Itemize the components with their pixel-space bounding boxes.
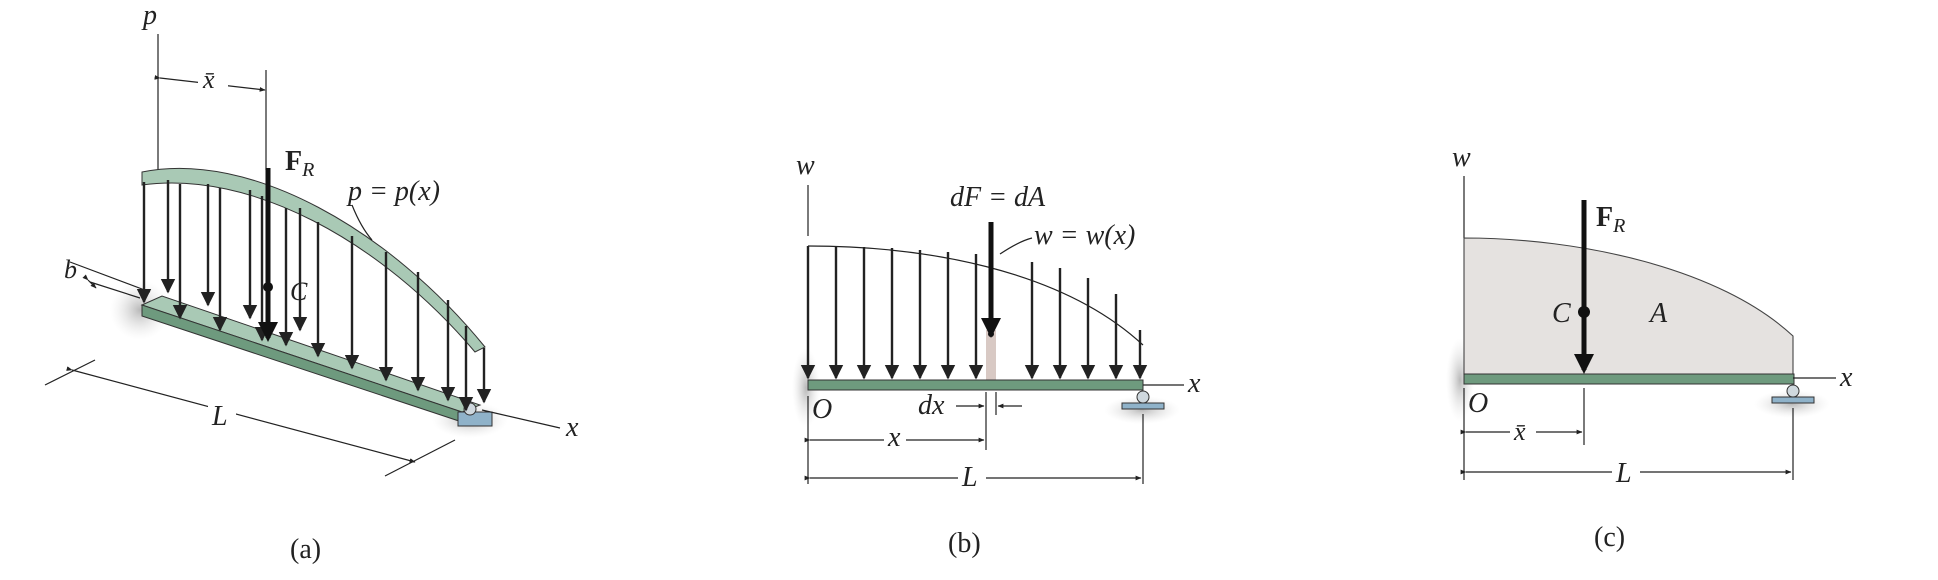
b-dim-line-1 bbox=[69, 261, 151, 293]
x-axis-label: x bbox=[565, 412, 579, 443]
caption-a: (a) bbox=[290, 534, 321, 565]
w-axis-label: w bbox=[1452, 142, 1471, 173]
panel-a: p x̄ bbox=[44, 0, 579, 565]
roller bbox=[1786, 384, 1800, 398]
width-label: b bbox=[64, 255, 77, 284]
load-curve bbox=[807, 245, 1144, 346]
b-dim-line-2 bbox=[89, 281, 141, 299]
xbar-label: x̄ bbox=[202, 65, 215, 94]
length-ext-1 bbox=[44, 359, 96, 386]
differential-area-strip bbox=[986, 330, 996, 382]
centroid-point bbox=[263, 282, 273, 292]
load-equation-label: w = w(x) bbox=[1034, 220, 1135, 251]
x-axis-label: x bbox=[1839, 362, 1853, 393]
area-label: A bbox=[1648, 298, 1668, 329]
roller-support-plate bbox=[457, 411, 493, 427]
roller-support-plate bbox=[1771, 396, 1815, 404]
x-dim-label: x bbox=[887, 422, 901, 453]
roller-support-plate bbox=[1121, 402, 1165, 410]
beam-top-face bbox=[140, 295, 482, 413]
length-dim-line bbox=[66, 366, 416, 463]
caption-c: (c) bbox=[1594, 522, 1625, 553]
load-arrows bbox=[136, 180, 492, 412]
origin-label: O bbox=[812, 394, 832, 425]
load-arrows bbox=[800, 246, 1148, 380]
force-label: FR bbox=[285, 146, 314, 181]
beam-front-face bbox=[141, 304, 463, 423]
caption-b: (b) bbox=[948, 528, 981, 559]
load-label-leader bbox=[999, 237, 1033, 255]
x-axis bbox=[481, 409, 561, 429]
xbar-label: x̄ bbox=[1513, 417, 1526, 446]
panel-c: w FR C A x O x̄ L (c) bbox=[1446, 142, 1853, 553]
length-ext-2 bbox=[384, 439, 456, 477]
length-label: L bbox=[961, 462, 978, 493]
panel-b: w dF = dA w = w(x) bbox=[792, 150, 1201, 559]
force-label: FR bbox=[1596, 202, 1625, 237]
b-dim-arrow bbox=[82, 274, 97, 289]
centroid-point bbox=[1578, 306, 1590, 318]
x-axis-label: x bbox=[1187, 368, 1201, 399]
roller bbox=[1136, 390, 1150, 404]
strip-centroid bbox=[988, 331, 994, 337]
beam bbox=[807, 379, 1144, 391]
load-label-leader bbox=[351, 204, 373, 241]
centroid-label: C bbox=[290, 277, 308, 306]
p-axis-label: p bbox=[141, 0, 157, 31]
load-surface bbox=[141, 167, 486, 353]
dx-label: dx bbox=[918, 390, 945, 421]
fixed-support-shadow bbox=[110, 280, 170, 340]
beam bbox=[1463, 373, 1795, 385]
load-equation-label: p = p(x) bbox=[346, 176, 440, 207]
load-area bbox=[1463, 237, 1794, 375]
length-label: L bbox=[1615, 458, 1632, 489]
centroid-label: C bbox=[1552, 298, 1571, 329]
origin-label: O bbox=[1468, 388, 1488, 419]
length-label: L bbox=[211, 401, 228, 432]
dF-label: dF = dA bbox=[950, 182, 1046, 213]
w-axis-label: w bbox=[796, 150, 815, 181]
